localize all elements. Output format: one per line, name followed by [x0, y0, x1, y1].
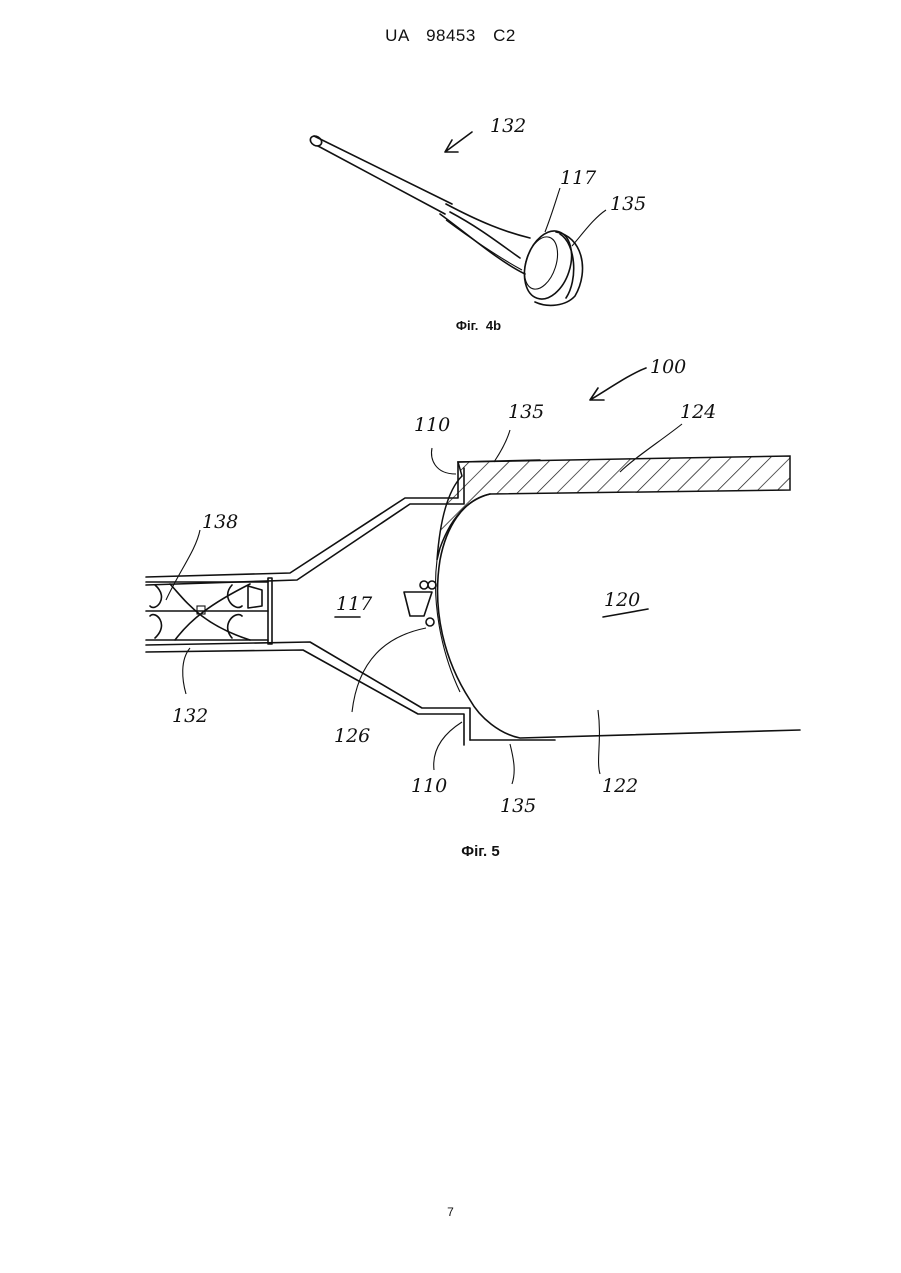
fig4b-drawing: 132 117 135 — [309, 115, 647, 305]
fig5-label-132: 132 — [172, 705, 208, 727]
fig5-label-100: 100 — [650, 356, 686, 378]
page-number: 7 — [0, 1205, 901, 1219]
fig5-label-117: 117 — [336, 593, 373, 615]
fig5-label-138: 138 — [202, 511, 238, 533]
fig5-label-110-bottom: 110 — [411, 775, 447, 797]
fig4b-label-135: 135 — [610, 193, 646, 215]
fig5-label-126: 126 — [334, 725, 370, 747]
figure-4b-caption: Фіг. 4b — [28, 318, 901, 333]
fig4b-label-132: 132 — [490, 115, 526, 137]
fig5-label-135-top: 135 — [508, 401, 544, 423]
fig5-label-120: 120 — [604, 589, 640, 611]
fig4b-label-117: 117 — [560, 167, 597, 189]
fig5-drawing: 100 110 135 124 138 117 120 132 126 110 … — [146, 356, 800, 817]
fig5-label-124: 124 — [680, 401, 716, 423]
fig5-label-122: 122 — [602, 775, 638, 797]
fig5-label-110-top: 110 — [414, 414, 450, 436]
fig5-label-135-bottom: 135 — [500, 795, 536, 817]
figure-5-caption: Фіг. 5 — [30, 843, 901, 860]
